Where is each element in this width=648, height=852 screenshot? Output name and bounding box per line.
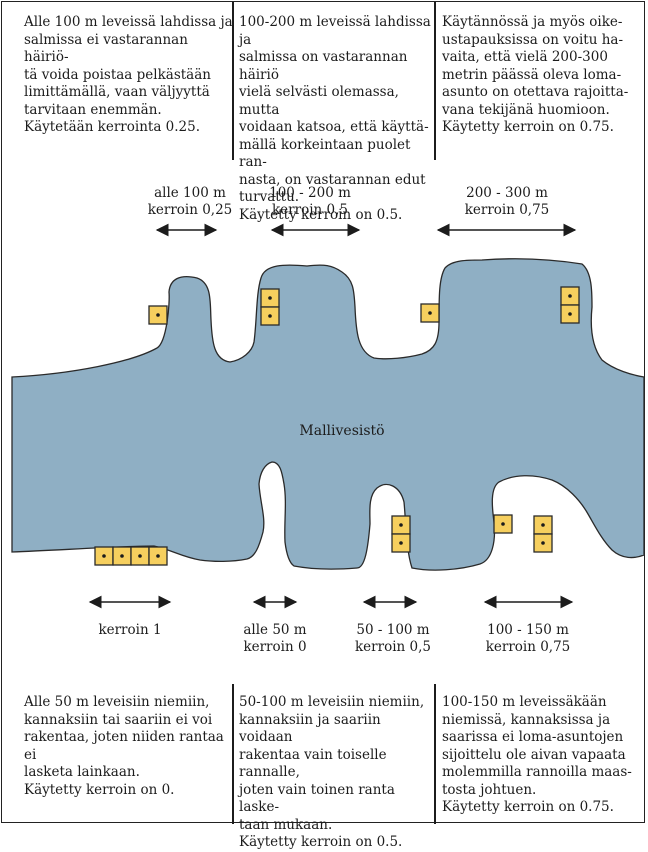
cottage-plot-icon — [260, 288, 280, 308]
cottage-plot-icon — [560, 304, 580, 324]
divider-bottom-2 — [434, 684, 436, 824]
cottage-plot-icon — [130, 546, 150, 566]
bottom-label-1: kerroin 1 — [98, 622, 162, 638]
bottom-panel-1: Alle 50 m leveisiin niemiin, kannaksiin … — [24, 694, 224, 798]
cottage-plot-icon — [420, 303, 440, 323]
cottage-plots — [94, 286, 580, 566]
bottom-panel-2: 50-100 m leveisiin niemiin, kannaksiin j… — [239, 694, 425, 850]
bottom-label-3: 50 - 100 m kerroin 0,5 — [355, 622, 431, 655]
top-label-3: 200 - 300 m kerroin 0,75 — [464, 185, 550, 218]
top-label-1: alle 100 m kerroin 0,25 — [147, 185, 233, 218]
cottage-plot-icon — [391, 515, 411, 535]
top-label-2: 100 - 200 m kerroin 0,5 — [269, 185, 351, 218]
cottage-plot-icon — [260, 306, 280, 326]
top-panel-1: Alle 100 m leveissä lahdissa ja salmissa… — [24, 14, 233, 135]
water-body — [11, 258, 645, 571]
cottage-plot-icon — [94, 546, 114, 566]
top-panel-3: Käytännössä ja myös oike- ustapauksissa … — [442, 14, 629, 135]
water-system-diagram — [11, 223, 645, 609]
divider-bottom-1 — [232, 684, 234, 824]
cottage-plot-icon — [148, 546, 168, 566]
water-label: Mallivesistö — [299, 423, 385, 439]
cottage-plot-icon — [493, 514, 513, 534]
cottage-plot-icon — [112, 546, 132, 566]
bottom-label-2: alle 50 m kerroin 0 — [243, 622, 307, 655]
bottom-panel-3: 100-150 m leveissäkään niemissä, kannaks… — [442, 694, 632, 815]
cottage-plot-icon — [391, 533, 411, 553]
cottage-plot-icon — [533, 533, 553, 553]
divider-top-2 — [434, 2, 436, 160]
cottage-plot-icon — [533, 515, 553, 535]
divider-top-1 — [232, 2, 234, 160]
cottage-plot-icon — [560, 286, 580, 306]
bottom-label-4: 100 - 150 m kerroin 0,75 — [485, 622, 571, 655]
top-panel-2: 100-200 m leveissä lahdissa ja salmissa … — [239, 14, 431, 223]
cottage-plot-icon — [148, 305, 168, 325]
